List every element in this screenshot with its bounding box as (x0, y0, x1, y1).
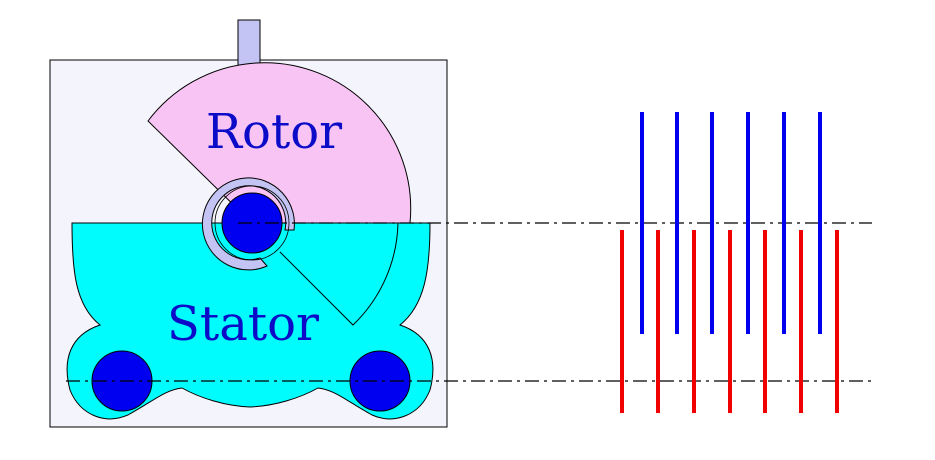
stator-plate (66, 222, 434, 420)
stator-label: Stator (167, 296, 319, 352)
rotor-label: Rotor (206, 104, 342, 160)
rotor-bushing-inner (214, 185, 290, 261)
rotor-overlap-edge (279, 222, 399, 326)
rotor-bushing (201, 177, 295, 271)
